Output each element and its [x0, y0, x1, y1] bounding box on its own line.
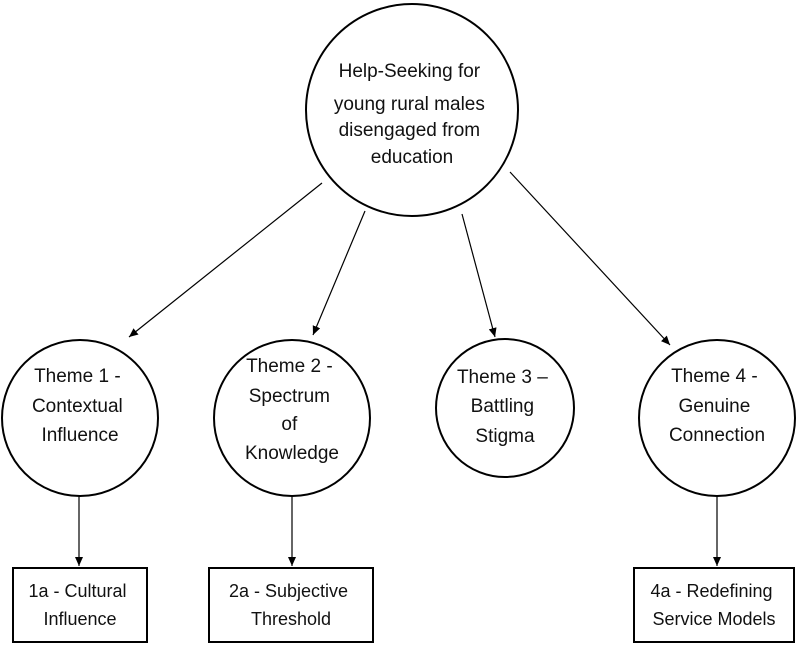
theme-2-label-line: of: [281, 414, 298, 435]
theme-3-label-line: Battling: [471, 396, 534, 417]
subtheme-2a-label: 2a - Subjective Threshold: [229, 581, 353, 629]
edge-root-to-theme-2: [312, 210, 366, 336]
edge-root-to-theme-1: [128, 182, 323, 338]
theme-1-label-line: Influence: [41, 425, 118, 446]
theme-3-label: Theme 3 – Battling Stigma: [457, 367, 553, 447]
theme-1-label-line: Contextual: [32, 396, 123, 417]
root-label-line: education: [371, 147, 453, 168]
theme-2-node: Theme 2 - Spectrum of Knowledge: [213, 339, 371, 497]
theme-1-circle: [1, 339, 159, 497]
root-circle: [305, 3, 519, 217]
theme-2-label-line: Knowledge: [245, 443, 339, 464]
theme-4-node: Theme 4 - Genuine Connection: [638, 339, 796, 497]
subtheme-1a-label-line: Influence: [43, 609, 116, 629]
theme-3-label-line: Theme 3 –: [457, 367, 548, 388]
subtheme-1a-label-line: 1a - Cultural: [28, 581, 126, 601]
theme-1-node: Theme 1 - Contextual Influence: [1, 339, 159, 497]
root-label-line: young rural males: [334, 94, 485, 115]
subtheme-4a-label-line: Service Models: [652, 609, 775, 629]
subtheme-1a-label: 1a - Cultural Influence: [28, 581, 131, 629]
subtheme-2a-label-line: 2a - Subjective: [229, 581, 348, 601]
root-label-line: Help-Seeking for: [339, 61, 481, 82]
theme-1-label: Theme 1 - Contextual Influence: [32, 366, 128, 446]
theme-3-label-line: Stigma: [475, 426, 535, 447]
edge-root-to-theme-4: [509, 171, 671, 346]
theme-4-label-line: Genuine: [678, 396, 750, 417]
theme-4-label: Theme 4 - Genuine Connection: [669, 366, 765, 446]
theme-4-label-line: Theme 4 -: [671, 366, 758, 387]
subtheme-4a-label-line: 4a - Redefining: [650, 581, 772, 601]
theme-2-circle: [213, 339, 371, 497]
subtheme-4a-label: 4a - Redefining Service Models: [650, 581, 777, 629]
root-label-line: disengaged from: [339, 120, 481, 141]
root-label: Help-Seeking for young rural males disen…: [334, 61, 490, 168]
subtheme-2a-box: 2a - Subjective Threshold: [208, 567, 374, 643]
theme-4-label-line: Connection: [669, 425, 765, 446]
root-node: Help-Seeking for young rural males disen…: [305, 3, 519, 217]
theme-2-label-line: Spectrum: [249, 386, 330, 407]
subtheme-1a-rect: [12, 567, 148, 643]
subtheme-1a-box: 1a - Cultural Influence: [12, 567, 148, 643]
theme-3-circle: [435, 338, 575, 478]
subtheme-2a-rect: [208, 567, 374, 643]
subtheme-4a-rect: [633, 567, 795, 643]
theme-2-label: Theme 2 - Spectrum of Knowledge: [245, 356, 339, 464]
edge-root-to-theme-3: [461, 213, 497, 338]
subtheme-4a-box: 4a - Redefining Service Models: [633, 567, 795, 643]
theme-1-label-line: Theme 1 -: [34, 366, 121, 387]
theme-3-node: Theme 3 – Battling Stigma: [435, 338, 575, 478]
subtheme-2a-label-line: Threshold: [251, 609, 331, 629]
theme-4-circle: [638, 339, 796, 497]
theme-2-label-line: Theme 2 -: [246, 356, 333, 377]
